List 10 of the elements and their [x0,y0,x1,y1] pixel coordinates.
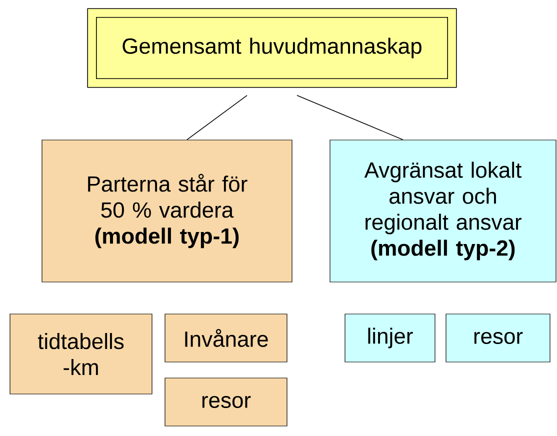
category-box: resor [446,314,550,362]
model-box: Avgränsat lokalt ansvar och regionalt ansvar (modell typ-2) [330,140,556,282]
connector-line [186,95,248,140]
category-box: Invånare [164,314,288,362]
title-box: Gemensamt huvudmannaskap [87,8,457,88]
connector-line [296,95,404,140]
model-box: Parterna står för 50 % vardera (modell typ-1) [42,140,292,282]
category-box: linjer [344,314,436,362]
category-box: resor [164,378,288,426]
category-box: tidtabells -km [10,314,152,394]
